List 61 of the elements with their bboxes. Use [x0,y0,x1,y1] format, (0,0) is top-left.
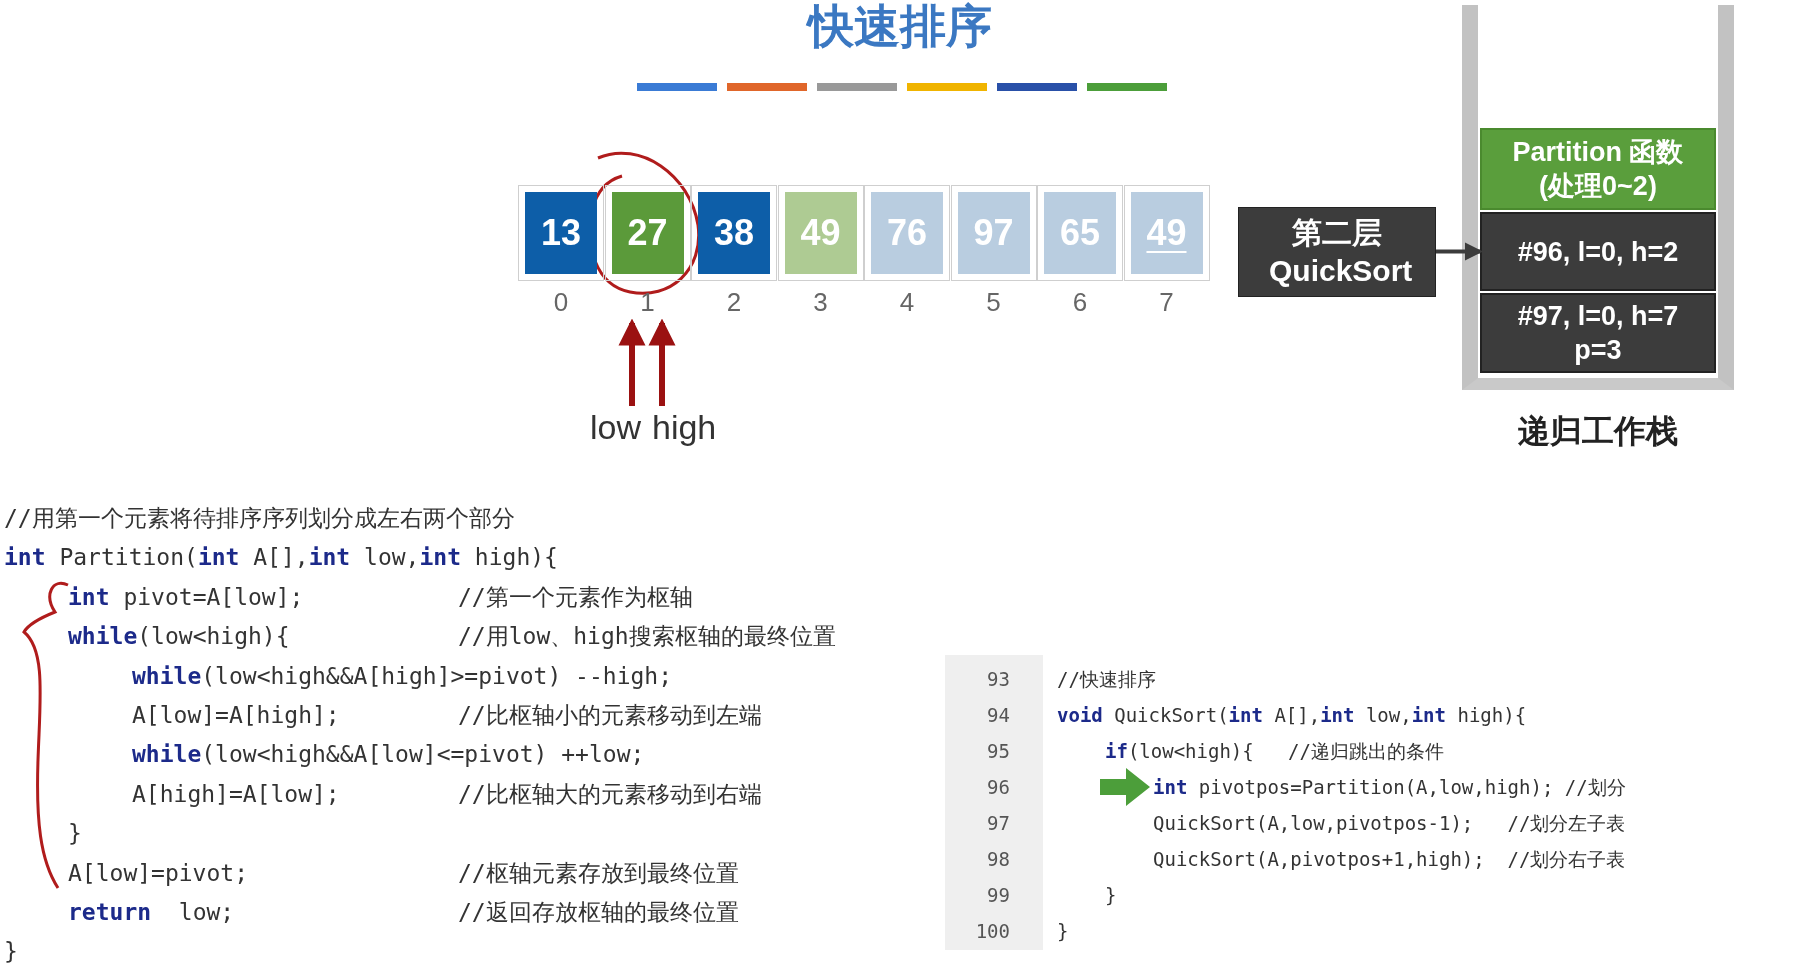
code-line: while(low<high){ [68,622,290,651]
array-cell: 49 [1123,185,1210,281]
code-comment: //第一个元素作为枢轴 [458,583,693,612]
array-cell: 49 [777,185,864,281]
index-label: 2 [725,287,743,318]
code-line: } [68,819,82,848]
pointer-label: low [590,408,642,447]
code-line: } [4,937,18,966]
stack-frame: #97, l=0, h=7 p=3 [1480,293,1716,373]
array-cell: 27 [604,185,691,281]
code-line: return low; [68,898,235,927]
code-line: A[low]=A[high]; [132,701,340,730]
index-label: 1 [639,287,656,318]
line-number: 97 [986,811,1010,836]
code-comment: //返回存放枢轴的最终位置 [458,898,739,927]
index-label: 6 [1071,287,1089,318]
array-cell: 65 [1037,185,1123,281]
stack-frame: Partition 函数 (处理0~2) [1480,128,1716,210]
line-number: 98 [986,847,1010,872]
code-comment: //枢轴元素存放到最终位置 [458,859,739,888]
code-line: int Partition(int A[],int low,int high){ [4,543,558,572]
code-line: while(low<high&&A[high]>=pivot) --high; [132,662,673,691]
code-comment: //用low、high搜索枢轴的最终位置 [458,622,836,651]
code-line: //快速排序 [1057,667,1156,692]
arrow [618,318,646,406]
code-line: A[low]=pivot; [68,859,248,888]
code-line: //用第一个元素将待排序序列划分成左右两个部分 [4,504,515,533]
line-number: 93 [986,667,1010,692]
index-label: 3 [812,287,829,318]
code-line: int pivot=A[low]; [68,583,304,612]
stack-frame: #96, l=0, h=2 [1480,212,1716,291]
index-label: 7 [1158,287,1175,318]
arrow [648,318,676,406]
code-line: A[high]=A[low]; [132,780,340,809]
code-line: if(low<high){ //递归跳出的条件 [1105,739,1444,764]
line-number: 94 [986,703,1010,728]
title: 快速排序 [805,0,993,54]
array-cell: 76 [864,185,950,281]
array-cell: 97 [950,185,1037,281]
code-line: while(low<high&&A[low]<=pivot) ++low; [132,740,645,769]
line-number: 100 [974,919,1010,944]
code-comment: //比枢轴小的元素移动到左端 [458,701,762,730]
callout-box: 第二层 QuickSort [1238,207,1436,297]
line-number: 99 [986,883,1010,908]
code-comment: //比枢轴大的元素移动到右端 [458,780,762,809]
code-line: QuickSort(A,pivotpos+1,high); //划分右子表 [1153,847,1626,872]
code-line: } [1105,883,1117,908]
code-line: } [1057,919,1069,944]
code-line: QuickSort(A,low,pivotpos-1); //划分左子表 [1153,811,1626,836]
index-label: 4 [898,287,916,318]
array-cell: 13 [518,185,604,281]
index-label: 5 [985,287,1002,318]
line-number: 96 [986,775,1010,800]
stack-caption: 递归工作栈 [1517,412,1679,451]
index-label: 0 [552,287,570,318]
array-cell: 38 [691,185,777,281]
arrow [1436,242,1483,261]
code-line: void QuickSort(int A[],int low,int high){ [1057,703,1527,728]
line-number: 95 [986,739,1010,764]
pointer-label: high [652,408,717,447]
code-line: int pivotpos=Partition(A,low,high); //划分 [1153,775,1626,800]
